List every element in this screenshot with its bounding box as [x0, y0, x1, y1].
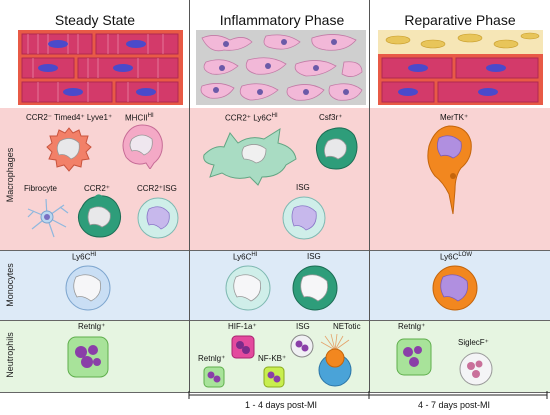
netotic-neutrophil-cell	[318, 333, 352, 387]
label-hif-1a: HIF-1a⁺	[228, 322, 257, 331]
retnlg-neutrophil-steady	[67, 336, 109, 378]
bottom-divider	[0, 392, 550, 393]
row-label-monocytes: Monocytes	[5, 263, 15, 307]
retnlg-neutrophil-reparative	[396, 338, 432, 376]
column-divider	[189, 0, 190, 392]
timeline-axis	[188, 391, 548, 399]
fibrocyte-cell	[27, 198, 69, 238]
mertk-macrophage-cell	[427, 125, 472, 215]
column-divider	[369, 0, 370, 392]
isg-neutrophil-cell	[290, 334, 314, 358]
timeline-early: 1 - 4 days post-MI	[245, 400, 318, 410]
phase-title-steady: Steady State	[54, 12, 136, 28]
nf-kb-neutrophil-cell	[263, 366, 285, 388]
label-ccr2-positive: CCR2⁺	[84, 184, 111, 193]
mhcii-macrophage-cell	[122, 124, 163, 169]
label-ly6c-low: Ly6CLOW	[440, 252, 473, 262]
retnlg-neutrophil-inflammatory	[203, 366, 225, 388]
label-mertk: MerTK⁺	[440, 113, 469, 122]
reparative-tissue	[378, 30, 543, 105]
ly6c-hi-monocyte-steady	[65, 265, 111, 311]
label-ly6c-hi-steady: Ly6CHI	[72, 252, 97, 262]
label-siglecf: SiglecF⁺	[458, 338, 489, 347]
label-isg-monocyte: ISG	[307, 252, 321, 261]
phase-title-inflammatory: Inflammatory Phase	[219, 12, 345, 28]
label-csf3r: Csf3r⁺	[319, 113, 343, 122]
label-mhcii: MHCIIHI	[125, 113, 154, 123]
label-isg-neutrophil: ISG	[296, 322, 310, 331]
label-isg-macrophage: ISG	[296, 183, 310, 192]
phase-title-reparative: Reparative Phase	[404, 12, 516, 28]
label-ccr2-negative: CCR2⁻ Timed4⁺ Lyve1⁺	[26, 113, 113, 122]
timeline-late: 4 - 7 days post-MI	[418, 400, 491, 410]
steady-state-tissue	[18, 30, 183, 105]
label-retnlg-inflammatory: Retnlg⁺	[198, 354, 226, 363]
row-label-neutrophils: Neutrophils	[5, 332, 15, 378]
inflammatory-tissue	[196, 30, 366, 105]
isg-macrophage-cell	[282, 196, 326, 240]
ccr2-ly6c-macrophage-cell	[203, 128, 297, 186]
ccr2-macrophage-cell	[77, 194, 122, 238]
label-netotic: NETotic	[333, 322, 361, 331]
ly6c-low-monocyte-cell	[432, 265, 478, 311]
row-label-macrophages: Macrophages	[5, 147, 15, 203]
csf3r-macrophage-cell	[315, 127, 358, 170]
label-fibrocyte: Fibrocyte	[24, 184, 57, 193]
label-nf-kb: NF-KB⁺	[258, 354, 287, 363]
row-divider	[0, 250, 550, 251]
hif-1a-neutrophil-cell	[231, 335, 255, 359]
ly6c-hi-monocyte-inflammatory	[225, 265, 271, 311]
ccr2-isg-macrophage-cell	[137, 197, 179, 239]
row-divider	[0, 320, 550, 321]
label-ly6c-hi-inflammatory: Ly6CHI	[233, 252, 258, 262]
isg-monocyte-cell	[292, 265, 338, 311]
label-ccr2-ly6c: CCR2⁺ Ly6CHI	[225, 113, 278, 123]
siglecf-neutrophil-cell	[459, 352, 493, 386]
label-retnlg-reparative: Retnlg⁺	[398, 322, 426, 331]
label-ccr2-isg: CCR2⁺ISG	[137, 184, 177, 193]
resident-macrophage-cell	[46, 127, 92, 172]
label-retnlg-steady: Retnlg⁺	[78, 322, 106, 331]
